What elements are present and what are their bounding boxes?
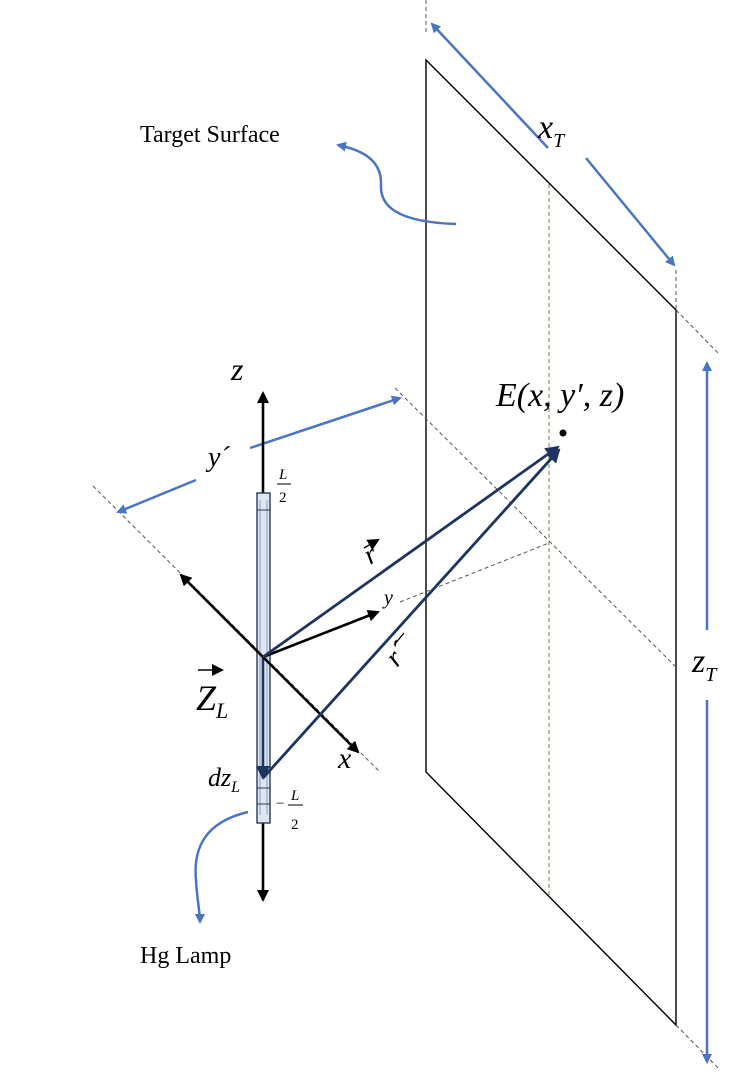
neg-half-length-denominator: 2 — [291, 817, 299, 833]
hg-lamp-pointer — [194, 810, 249, 924]
point-e-marker — [559, 429, 567, 437]
r-vector-accent — [363, 539, 380, 551]
neg-half-length-numerator: L — [290, 788, 299, 804]
r-prime-vector — [261, 448, 561, 779]
x-axis-back — [179, 573, 264, 658]
y-axis-arrow — [262, 610, 380, 659]
point-e-label: E(x, y′, z) — [495, 377, 624, 414]
r-prime-vector-accent — [393, 632, 405, 646]
guide-line-right-bottom — [675, 1024, 721, 1071]
target-surface-pointer — [336, 141, 457, 226]
y-prime-dimension-arrow-right — [249, 395, 402, 450]
guide-line-upper-diagonal — [394, 387, 677, 668]
x-t-dimension-arrow-a — [430, 22, 549, 149]
x-axis-forward — [262, 656, 360, 754]
x-t-dimension-arrow-b — [585, 157, 676, 267]
x-axis-label: x — [337, 742, 352, 775]
guide-line-right-top — [675, 309, 721, 356]
dz-l-label: dzL — [208, 763, 240, 796]
z-t-label: zT — [691, 643, 718, 686]
x-t-label: xT — [537, 109, 566, 152]
z-axis-label: z — [230, 351, 244, 387]
target-surface-label: Target Surface — [140, 122, 280, 148]
half-length-numerator: L — [278, 467, 287, 483]
y-prime-dimension-arrow-left — [116, 478, 197, 514]
z-l-label: ZL — [196, 678, 228, 723]
r-vector — [262, 445, 560, 659]
y-axis-label: y — [382, 587, 393, 609]
half-length-denominator: 2 — [279, 490, 287, 506]
y-prime-label: y´ — [205, 442, 230, 473]
guide-line-y-extension — [399, 542, 550, 603]
hg-lamp-label: Hg Lamp — [140, 943, 231, 969]
neg-half-length-sign: − — [276, 796, 284, 812]
